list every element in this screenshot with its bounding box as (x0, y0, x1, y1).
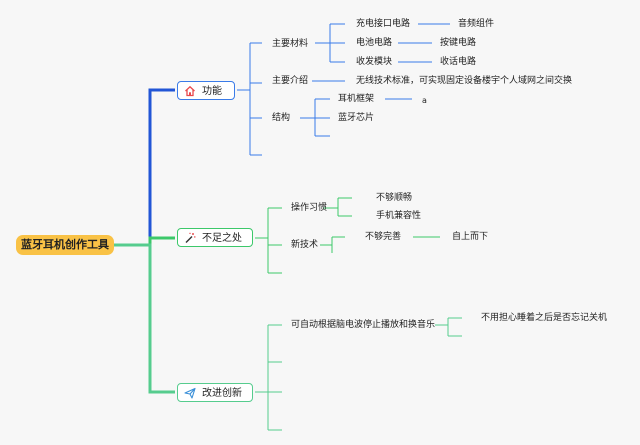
node-newtech[interactable]: 新技术 (291, 240, 319, 250)
node-material-3[interactable]: 收发模块 (356, 57, 393, 67)
node-chip[interactable]: 蓝牙芯片 (338, 113, 375, 123)
node-structure[interactable]: 结构 (272, 113, 291, 123)
node-feature[interactable]: 可自动根据脑电波停止播放和换音乐 (291, 320, 436, 330)
bracket-newtech (320, 236, 345, 253)
bracket-shortcoming (255, 207, 282, 274)
branch-improvement[interactable]: 改进创新 (177, 383, 253, 402)
node-material-2[interactable]: 电池电路 (356, 38, 393, 48)
node-habit-2[interactable]: 手机兼容性 (376, 211, 422, 221)
branch-improvement-label: 改进创新 (202, 388, 242, 399)
branch-function-label: 功能 (202, 86, 222, 97)
connector-root-function (114, 88, 175, 247)
node-newtech-item[interactable]: 不够完善 (365, 232, 402, 242)
bracket-improvement (255, 324, 282, 431)
node-intro-text[interactable]: 无线技术标准，可实现固定设备楼宇个人域网之间交换 (356, 76, 573, 86)
root-node[interactable]: 蓝牙耳机创作工具 (16, 235, 114, 255)
node-material-1[interactable]: 充电接口电路 (356, 19, 411, 29)
node-subitem-3[interactable]: 收话电路 (440, 57, 477, 67)
bracket-habit (323, 197, 352, 217)
paper-plane-icon (184, 387, 196, 399)
branch-shortcoming[interactable]: 不足之处 (177, 228, 253, 247)
bracket-main-materials (315, 23, 345, 63)
node-frame-note[interactable]: a (422, 96, 427, 105)
node-habit[interactable]: 操作习惯 (291, 203, 328, 213)
node-feature-sub[interactable]: 不用担心睡着之后是否忘记关机 (481, 313, 608, 323)
connector-root-improvement (114, 243, 175, 394)
bracket-feature (435, 317, 462, 337)
node-subitem-1[interactable]: 音频组件 (458, 19, 495, 29)
node-newtech-subitem[interactable]: 自上而下 (452, 232, 489, 242)
bracket-structure (300, 98, 330, 137)
branch-shortcoming-label: 不足之处 (202, 233, 242, 244)
node-intro[interactable]: 主要介绍 (272, 76, 309, 86)
magic-wand-icon (184, 232, 196, 244)
node-habit-1[interactable]: 不够顺畅 (376, 193, 413, 203)
node-subitem-2[interactable]: 按键电路 (440, 38, 477, 48)
home-icon (184, 85, 196, 97)
bracket-function (237, 42, 262, 156)
node-main-materials[interactable]: 主要材料 (272, 39, 309, 49)
node-frame[interactable]: 耳机框架 (338, 94, 375, 104)
branch-function[interactable]: 功能 (177, 81, 235, 100)
